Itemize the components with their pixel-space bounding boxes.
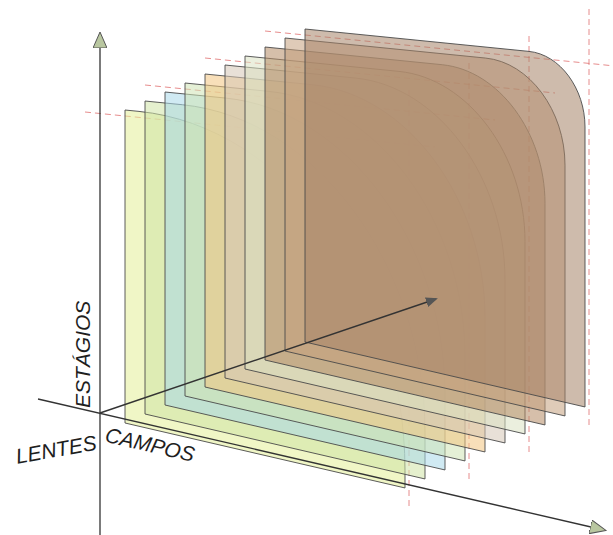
depth-axis [100, 299, 436, 413]
horizontal-axis [38, 399, 604, 530]
guide-line [589, 9, 590, 427]
axis-label: LENTES [14, 432, 98, 467]
vertical-axis [99, 34, 100, 535]
guide-lines [85, 9, 613, 508]
plane-sheets [125, 29, 585, 488]
axis-label: ESTÁGIOS [72, 301, 93, 408]
plane-sheet [305, 29, 585, 407]
